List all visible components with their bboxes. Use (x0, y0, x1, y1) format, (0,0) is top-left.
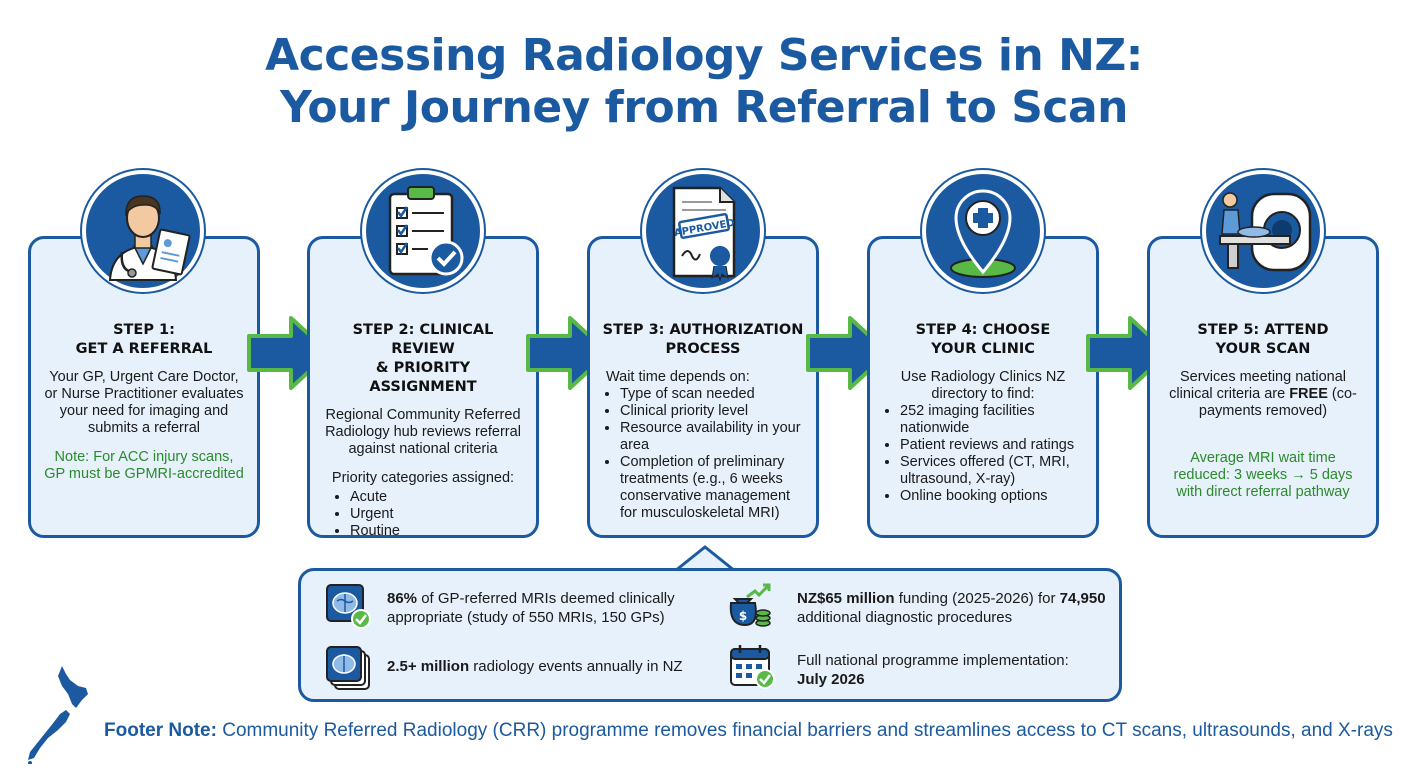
step-3-heading-line-1: STEP 3: AUTHORIZATION (602, 322, 804, 338)
stat-funding: NZ$65 million funding (2025-2026) for 74… (797, 589, 1117, 627)
directory-feature-list: 252 imaging facilities nationwide Patien… (882, 403, 1084, 505)
list-item: Routine (350, 523, 524, 540)
title-line-1: Accessing Radiology Services in NZ: (265, 30, 1143, 81)
step-4-heading: STEP 4: CHOOSE YOUR CLINIC (882, 321, 1084, 359)
step-5-icon-circle (1202, 170, 1324, 292)
stat-gp-referral: 86% of GP-referred MRIs deemed clinicall… (387, 589, 717, 627)
new-zealand-map-icon (28, 666, 88, 764)
step-1-heading-line-2: GET A REFERRAL (75, 341, 213, 357)
stats-pointer (675, 545, 735, 573)
page-title: Accessing Radiology Services in NZ: Your… (0, 30, 1408, 134)
calendar-check-icon (730, 645, 775, 689)
step-2-subheading: Priority categories assigned: (331, 470, 515, 486)
stat-text: funding (2025-2026) for (894, 590, 1060, 607)
step-2-heading-line-2: & PRIORITY ASSIGNMENT (369, 360, 477, 395)
step-3-heading: STEP 3: AUTHORIZATION PROCESS (602, 321, 804, 359)
step-5-heading: STEP 5: ATTEND YOUR SCAN (1162, 321, 1364, 359)
step-5-heading-line-1: STEP 5: ATTEND (1197, 322, 1329, 338)
step-1-heading-line-1: STEP 1: (113, 322, 175, 338)
stat-implementation: Full national programme implementation: J… (797, 651, 1117, 689)
step-2-icon-circle (362, 170, 484, 292)
list-item: Online booking options (900, 488, 1084, 505)
step-4-heading-line-1: STEP 4: CHOOSE (915, 322, 1051, 338)
step-1-body: Your GP, Urgent Care Doctor, or Nurse Pr… (44, 369, 244, 436)
stat-radiology-events: 2.5+ million radiology events annually i… (387, 657, 717, 676)
priority-list: Acute Urgent Routine (322, 489, 524, 540)
list-item: Type of scan needed (620, 386, 804, 403)
stat-value: 86% (387, 590, 418, 607)
brain-scan-stack-icon (326, 646, 370, 690)
step-3-lead: Wait time depends on: (606, 369, 750, 385)
stat-value: 2.5+ million (387, 658, 470, 675)
step-5-body-text: Services meeting national clinical crite… (1169, 369, 1347, 402)
money-growth-icon: $ (729, 583, 771, 627)
step-5-card: STEP 5: ATTEND YOUR SCAN Services meetin… (1147, 236, 1379, 538)
step-2-body: Regional Community Referred Radiology hu… (325, 407, 521, 457)
step-1-icon-circle (82, 170, 204, 292)
title-line-2: Your Journey from Referral to Scan (280, 82, 1128, 133)
list-item: Patient reviews and ratings (900, 437, 1084, 454)
stat-text-end: additional diagnostic procedures (797, 609, 1013, 626)
list-item: Urgent (350, 506, 524, 523)
step-3-icon-circle: APPROVED (642, 170, 764, 292)
list-item: Completion of preliminary treatments (e.… (620, 454, 804, 522)
step-5-body: Services meeting national clinical crite… (1162, 369, 1364, 420)
stat-text: radiology events annually in NZ (469, 658, 683, 675)
stat-value-procedures: 74,950 (1059, 590, 1106, 607)
step-3-heading-line-2: PROCESS (665, 341, 741, 357)
footer-label: Footer Note: (104, 720, 217, 741)
stat-value: NZ$65 million (797, 590, 895, 607)
list-item: Clinical priority level (620, 403, 804, 420)
list-item: Resource availability in your area (620, 420, 804, 454)
stat-text: of GP-referred MRIs deemed clinically ap… (387, 590, 675, 626)
clipboard-checklist-icon (388, 186, 464, 276)
step-5-note: Average MRI wait time reduced: 3 weeks →… (1173, 450, 1353, 500)
step-5-heading-line-2: YOUR SCAN (1215, 341, 1311, 357)
step-1-note: Note: For ACC injury scans, GP must be G… (44, 449, 244, 482)
wait-factor-list: Type of scan needed Clinical priority le… (602, 386, 804, 522)
footer-text: Community Referred Radiology (CRR) progr… (216, 720, 1393, 741)
stats-panel: 86% of GP-referred MRIs deemed clinicall… (298, 568, 1122, 702)
step-1-heading: STEP 1: GET A REFERRAL (43, 321, 245, 359)
step-4-body: Use Radiology Clinics NZ directory to fi… (900, 369, 1066, 402)
list-item: 252 imaging facilities nationwide (900, 403, 1084, 437)
step-4-heading-line-2: YOUR CLINIC (931, 341, 1035, 357)
stat-value: July 2026 (797, 671, 865, 688)
doctor-icon (108, 195, 191, 281)
brain-scan-check-icon (326, 584, 371, 629)
step-2-heading: STEP 2: CLINICAL REVIEW & PRIORITY ASSIG… (322, 321, 524, 397)
list-item: Acute (350, 489, 524, 506)
map-pin-cross-icon (950, 189, 1016, 278)
step-2-heading-line-1: STEP 2: CLINICAL REVIEW (352, 322, 494, 357)
mri-scanner-icon (1219, 192, 1312, 272)
free-label: FREE (1289, 386, 1328, 402)
svg-text:$: $ (739, 609, 747, 623)
stat-text: Full national programme implementation: (797, 652, 1069, 669)
step-4-icon-circle (922, 170, 1044, 292)
step-5-body-text-end: (co-payments removed) (1198, 386, 1357, 419)
footer-note: Footer Note: Community Referred Radiolog… (104, 719, 1393, 743)
approved-document-icon: APPROVED (672, 186, 736, 282)
list-item: Services offered (CT, MRI, ultrasound, X… (900, 454, 1084, 488)
